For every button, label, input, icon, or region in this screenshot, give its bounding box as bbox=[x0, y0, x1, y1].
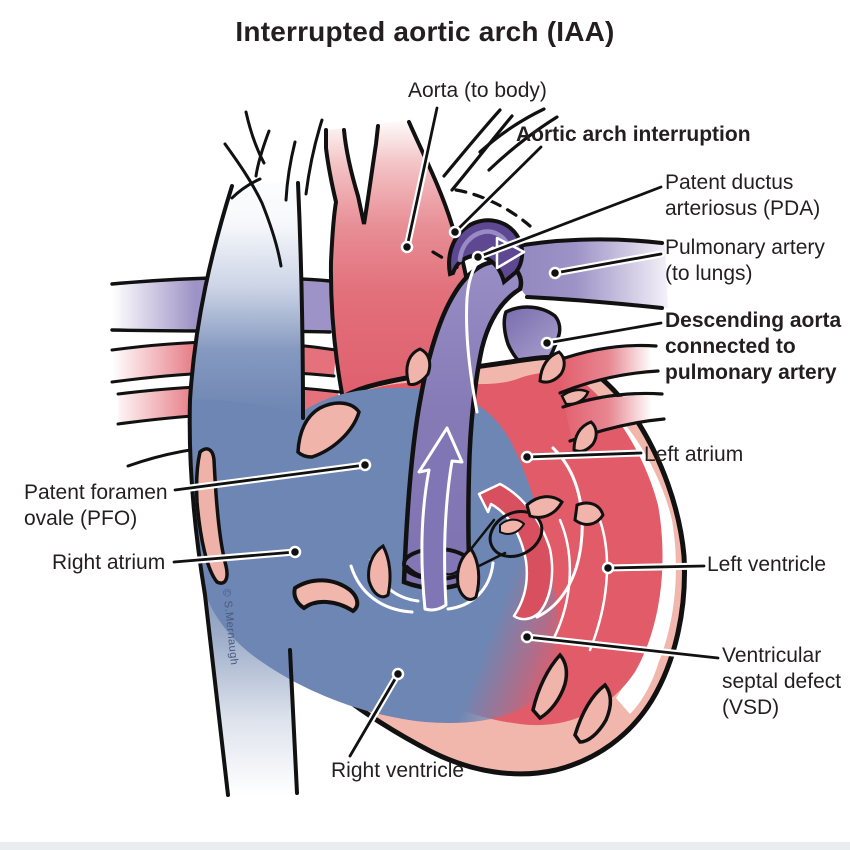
left-atrium-vein-bands bbox=[538, 343, 666, 453]
label-pulmonary-artery: Pulmonary artery (to lungs) bbox=[665, 236, 825, 285]
label-aortic-arch-interruption: Aortic arch interruption bbox=[516, 123, 751, 146]
flow-streams bbox=[349, 446, 609, 652]
right-atrial-roof bbox=[296, 401, 361, 459]
label-aorta-to-body: Aorta (to body) bbox=[408, 79, 547, 102]
leader-pulmonary-artery bbox=[553, 252, 663, 275]
vena-cava-outlines bbox=[187, 181, 305, 797]
leader-lines bbox=[170, 104, 722, 760]
mitral-leaflet bbox=[525, 495, 564, 519]
leader-vsd bbox=[525, 635, 720, 660]
leader-descending-aorta bbox=[545, 321, 663, 345]
valve-structures bbox=[469, 495, 613, 744]
crista-terminalis bbox=[194, 447, 229, 585]
leader-interruption bbox=[453, 145, 543, 234]
label-right-atrium: Right atrium bbox=[52, 551, 166, 574]
atrial-wall-structures bbox=[194, 401, 361, 614]
trunk-flow-arrow bbox=[417, 426, 464, 612]
trunk-base-leaflets bbox=[367, 347, 481, 601]
pericardial-highlight bbox=[584, 392, 676, 714]
leader-left-ventricle bbox=[606, 564, 706, 570]
tricuspid-annulus-hook bbox=[292, 578, 360, 614]
leader-pda bbox=[476, 185, 663, 259]
label-right-ventricle: Right ventricle bbox=[331, 759, 465, 782]
leader-right-atrium bbox=[172, 550, 297, 564]
papillary-muscle bbox=[531, 652, 569, 721]
label-left-atrium: Left atrium bbox=[644, 443, 744, 466]
leader-aorta bbox=[405, 106, 439, 249]
pulmonary-vein-stub bbox=[572, 420, 598, 453]
label-vsd: Ventricular septal defect (VSD) bbox=[722, 644, 842, 719]
pulmonary-vein-stub bbox=[538, 350, 566, 384]
papillary-muscle bbox=[573, 682, 613, 744]
label-left-ventricle: Left ventricle bbox=[707, 553, 827, 576]
mitral-leaflet bbox=[573, 501, 605, 526]
label-descending-aorta: Descending aorta connected to pulmonary … bbox=[665, 309, 842, 384]
diagram-title: Interrupted aortic arch (IAA) bbox=[235, 16, 615, 47]
label-pfo: Patent foramen ovale (PFO) bbox=[24, 481, 168, 530]
leader-left-atrium bbox=[525, 451, 643, 459]
leader-pfo bbox=[173, 463, 367, 492]
head-neck-vessels bbox=[442, 107, 559, 192]
leader-right-ventricle bbox=[348, 672, 400, 758]
label-pda: Patent ductus arteriosus (PDA) bbox=[665, 171, 821, 220]
bottom-strip bbox=[0, 842, 850, 850]
